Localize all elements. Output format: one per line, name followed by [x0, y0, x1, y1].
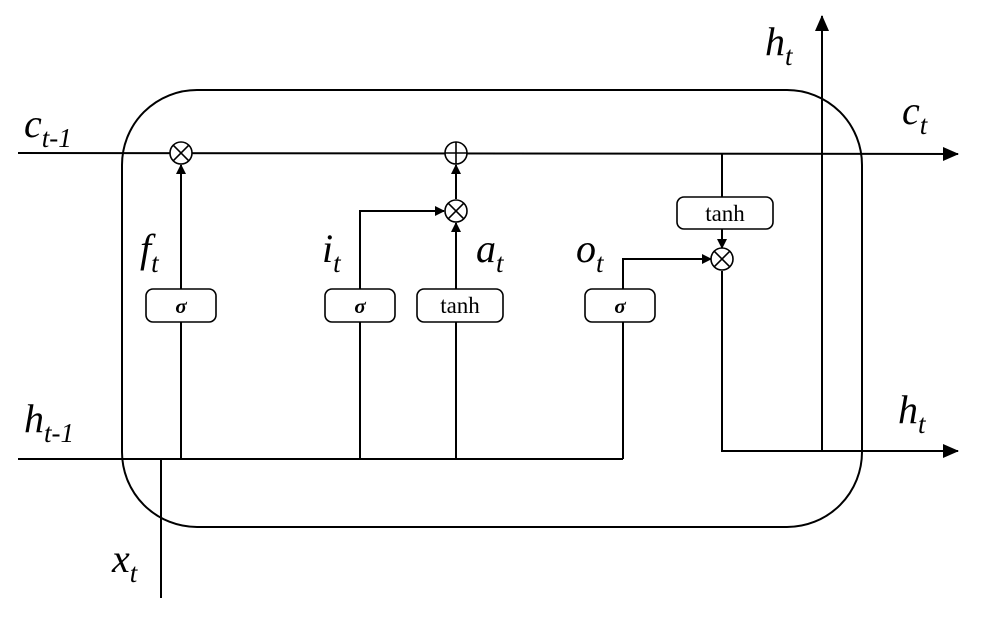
output-sigma-text: σ [614, 294, 626, 318]
h-top-label: ht [765, 19, 794, 71]
x-input-label: xt [111, 536, 139, 588]
hidden-output-line [721, 271, 959, 458]
cell-boundary [121, 89, 863, 528]
forget-sigma-box: σ [145, 288, 217, 323]
forget-gate-label: ft [140, 226, 160, 278]
output-gate-line [622, 254, 712, 459]
cell-tanh-text: tanh [705, 201, 745, 226]
output-multiply-op [710, 247, 734, 271]
add-op [444, 141, 468, 165]
cell-tanh-box: tanh [676, 196, 774, 230]
output-sigma-box: σ [584, 288, 656, 323]
candidate-tanh-text: tanh [440, 293, 480, 318]
input-sigma-box: σ [324, 288, 396, 323]
c-prev-label: ct-1 [24, 101, 72, 153]
h-prev-label: ht-1 [24, 396, 74, 448]
c-next-label: ct [902, 88, 929, 140]
forget-multiply-op [169, 141, 193, 165]
output-gate-label: ot [576, 226, 605, 278]
input-multiply-op [444, 199, 468, 223]
input-sigma-text: σ [354, 294, 366, 318]
forget-sigma-text: σ [175, 294, 187, 318]
cell-state-line [17, 146, 959, 161]
h-right-label: ht [898, 387, 927, 439]
input-gate-line [359, 206, 445, 459]
input-gate-label: it [322, 226, 342, 278]
candidate-label: at [476, 226, 505, 278]
candidate-tanh-box: tanh [416, 288, 504, 323]
